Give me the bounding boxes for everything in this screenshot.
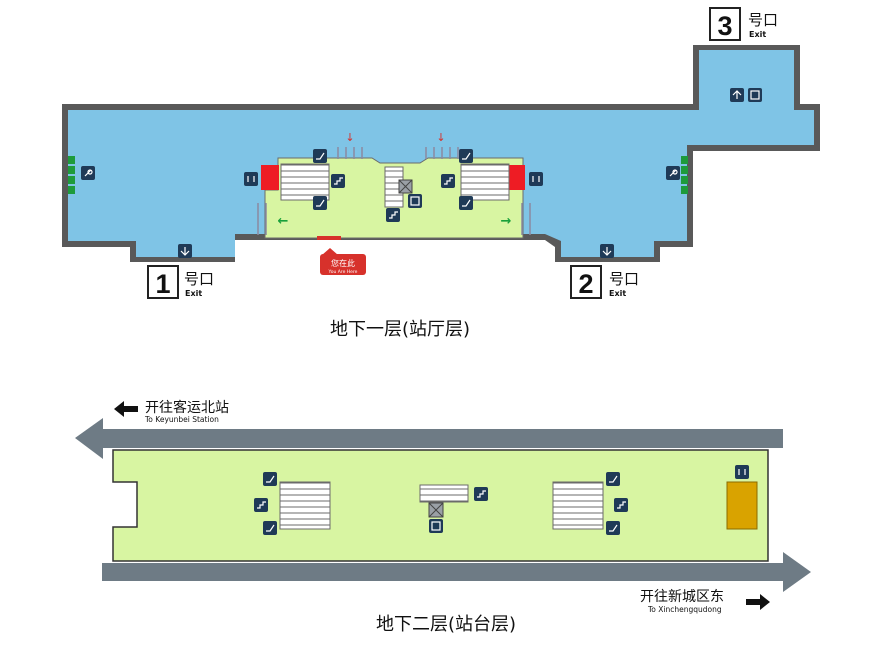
accessible-elevator-icon (748, 88, 762, 102)
exit-2-label: 号口 (609, 270, 639, 288)
you-are-here-cn: 您在此 (331, 258, 355, 268)
escalator-icon (313, 196, 327, 210)
exit-3-number: 3 (717, 11, 732, 41)
platform-escalator-right (552, 481, 604, 530)
ticket-machines-right (681, 156, 688, 194)
exit-3-sub: Exit (749, 30, 766, 39)
escalator-icon (263, 521, 277, 535)
platform-escalator-left (279, 481, 331, 530)
escalator-right (460, 163, 510, 201)
escalator-icon (263, 472, 277, 486)
escalator-icon (606, 472, 620, 486)
arrow-left-icon (114, 401, 138, 417)
exit-3-sign: 3 号口 Exit (709, 7, 778, 41)
toilet-icon (735, 465, 749, 479)
escalator-icon (313, 149, 327, 163)
exit-2-number: 2 (578, 269, 593, 299)
exit-1-label: 号口 (184, 270, 214, 288)
arrow-right-icon (746, 594, 770, 610)
exit-arrow-right: → (501, 214, 512, 229)
exit-1-sub: Exit (185, 289, 202, 298)
platform-stairs-center (419, 484, 469, 503)
escalator-icon (459, 196, 473, 210)
fare-gates-right (518, 203, 532, 235)
exit-arrow-left: ← (278, 214, 289, 229)
westbound-track-arrow (75, 418, 783, 459)
direction-west: 开往客运北站 To Keyunbei Station (114, 399, 229, 424)
concourse-floor: ↓ ↓ ← → 您在此 You Are Here (62, 45, 820, 275)
escalator-icon (606, 521, 620, 535)
exit-1-number: 1 (155, 269, 170, 299)
direction-east-en: To Xinchengqudong (647, 605, 722, 614)
entry-arrow-right: ↓ (436, 131, 445, 144)
exit-3-label: 号口 (748, 11, 778, 29)
platform-title: 地下二层(站台层) (376, 614, 516, 635)
exit-2-sub: Exit (609, 289, 626, 298)
eastbound-track-arrow (102, 552, 811, 592)
escalator-icon (459, 149, 473, 163)
exit-2-sign: 2 号口 Exit (570, 265, 639, 299)
service-room-left (261, 165, 279, 190)
platform-floor (75, 418, 811, 592)
accessible-elevator-icon (429, 519, 443, 533)
you-are-here-en: You Are Here (328, 269, 358, 275)
concourse-title: 地下一层(站厅层) (330, 319, 470, 340)
ticket-machines-left (68, 156, 75, 194)
exit-1-sign: 1 号口 Exit (147, 265, 214, 299)
service-room-right (507, 165, 525, 190)
accessible-elevator-icon (408, 194, 422, 208)
fare-gates-top-left (334, 147, 368, 159)
platform-room (726, 481, 758, 530)
you-are-here-marker (317, 236, 341, 240)
entry-arrow-left: ↓ (345, 131, 354, 144)
direction-west-cn: 开往客运北站 (145, 399, 229, 416)
toilet-icon (244, 172, 258, 186)
fare-gates-left (255, 203, 269, 235)
direction-east: 开往新城区东 To Xinchengqudong (640, 589, 770, 614)
escalator-left (280, 163, 330, 201)
fare-gates-top-right (425, 147, 459, 159)
toilet-icon (529, 172, 543, 186)
direction-east-cn: 开往新城区东 (640, 589, 724, 605)
direction-west-en: To Keyunbei Station (144, 415, 219, 424)
you-are-here-callout: 您在此 You Are Here (320, 248, 366, 275)
